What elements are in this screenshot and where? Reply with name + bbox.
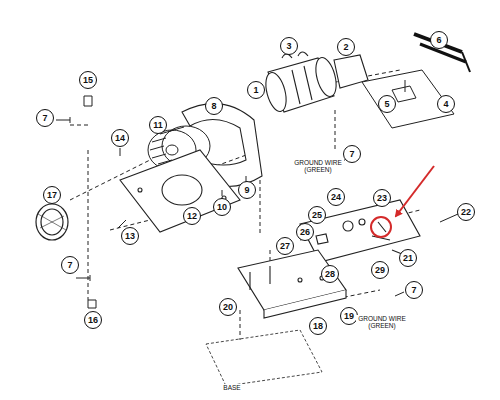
callout-text: 4	[443, 100, 448, 109]
callout-text: 12	[187, 212, 197, 221]
callout-number: 6	[430, 31, 448, 49]
part-label: BASE	[206, 384, 258, 391]
callout-text: 6	[436, 36, 441, 45]
plate-and-clip	[362, 70, 454, 128]
dashed-assembly-lines	[70, 70, 420, 340]
callout-number: 15	[79, 71, 97, 89]
callout-number: 7	[61, 256, 79, 274]
callout-number: 14	[111, 129, 129, 147]
callout-text: 10	[217, 203, 227, 212]
callout-text: 27	[280, 242, 290, 251]
callout-number: 24	[327, 188, 345, 206]
callout-number: 16	[84, 311, 102, 329]
callout-text: 14	[115, 134, 125, 143]
callout-number: 1	[247, 81, 265, 99]
callout-text: 13	[125, 232, 135, 241]
callout-number: 8	[205, 97, 223, 115]
wire-label: GROUND WIRE (GREEN)	[356, 315, 408, 330]
callout-number: 22	[457, 203, 475, 221]
callout-text: 15	[83, 76, 93, 85]
callout-number: 28	[321, 265, 339, 283]
callout-text: 26	[300, 228, 310, 237]
callout-number: 10	[213, 198, 231, 216]
callout-number: 9	[238, 181, 256, 199]
callout-number: 26	[296, 223, 314, 241]
callout-number: 20	[219, 298, 237, 316]
callout-number: 13	[121, 227, 139, 245]
callout-text: 28	[325, 270, 335, 279]
callout-number: 7	[405, 281, 423, 299]
callout-text: 2	[343, 43, 348, 52]
callout-text: 21	[403, 254, 413, 263]
callout-text: 22	[461, 208, 471, 217]
callout-text: 16	[88, 316, 98, 325]
callout-number: 11	[149, 116, 167, 134]
callout-text: 24	[331, 193, 341, 202]
callout-number: 7	[36, 109, 54, 127]
callout-number: 3	[280, 37, 298, 55]
base-bracket	[238, 250, 346, 318]
callout-text: 8	[211, 102, 216, 111]
callout-text: 19	[344, 312, 354, 321]
callout-number: 29	[371, 261, 389, 279]
callout-number: 27	[276, 237, 294, 255]
callout-text: 18	[313, 322, 323, 331]
callout-number: 18	[309, 317, 327, 335]
callout-text: 20	[223, 303, 233, 312]
callout-text: 17	[47, 191, 57, 200]
wire-label: GROUND WIRE (GREEN)	[292, 159, 344, 174]
callout-text: 29	[375, 266, 385, 275]
callout-text: 3	[286, 42, 291, 51]
callout-text: 7	[42, 114, 47, 123]
base-outline	[206, 330, 322, 386]
callout-text: 7	[349, 150, 354, 159]
callout-text: 25	[312, 211, 322, 220]
callout-number: 7	[343, 145, 361, 163]
callout-text: 7	[67, 261, 72, 270]
callout-number: 17	[43, 186, 61, 204]
callout-text: 5	[384, 100, 389, 109]
highlight-marker	[371, 166, 434, 237]
callout-number: 23	[373, 189, 391, 207]
callout-number: 21	[399, 249, 417, 267]
callout-number: 5	[378, 95, 396, 113]
motor-assembly	[262, 52, 368, 114]
callout-text: 1	[253, 86, 258, 95]
callout-number: 25	[308, 206, 326, 224]
callout-text: 23	[377, 194, 387, 203]
callout-text: 7	[411, 286, 416, 295]
callout-text: 9	[244, 186, 249, 195]
callout-number: 4	[437, 95, 455, 113]
callout-number: 2	[337, 38, 355, 56]
seal-ring	[36, 204, 68, 240]
callout-number: 12	[183, 207, 201, 225]
callout-text: 11	[153, 121, 163, 130]
